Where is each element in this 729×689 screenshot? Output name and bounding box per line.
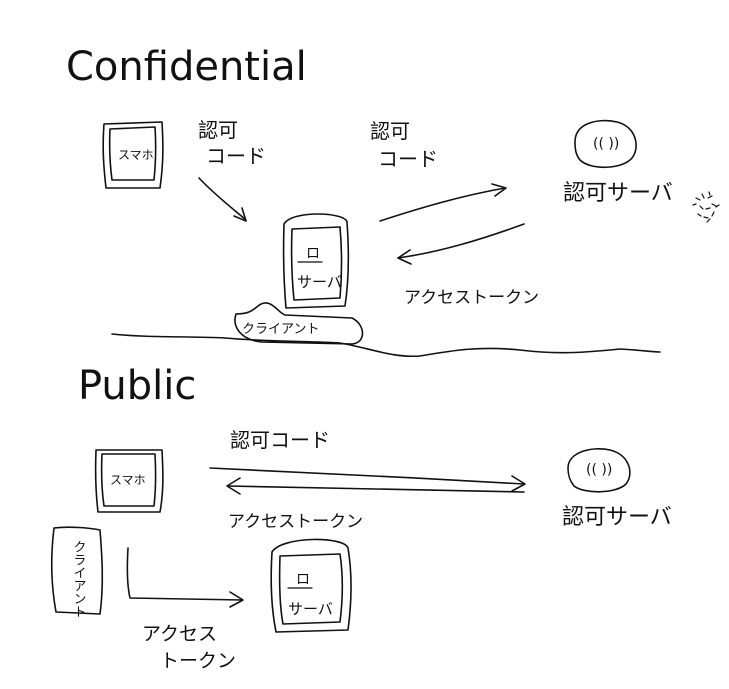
arrowhead-icon: [511, 475, 526, 492]
arrow-auth-to-phone: [227, 485, 525, 493]
public-auth-server-label: 認可サーバ: [562, 505, 672, 530]
confidential-auth-code-left-line1: 認可: [198, 118, 238, 142]
auth-server-face-icon: [574, 119, 637, 169]
public-app-server-icon-label: ロ: [296, 572, 310, 588]
arrow-auth-to-server: [397, 223, 525, 259]
confidential-auth-server: (( )) 認可サーバ: [563, 119, 720, 223]
confidential-auth-code-left-line2: コード: [206, 144, 266, 168]
arrowhead-icon: [226, 477, 241, 495]
confidential-app-server-icon-label: ロ: [306, 246, 320, 262]
arrowhead-icon: [229, 591, 244, 608]
public-client-box: クライアント: [51, 526, 104, 618]
public-app-server: ロ サーバ: [270, 538, 352, 633]
confidential-auth-code-right-line1: 認可: [370, 119, 410, 143]
confidential-section: Confidential スマホ 認可 コード 認可 コード アクセストークン …: [66, 44, 720, 345]
auth-server-face-icon: [567, 448, 631, 493]
public-heading: Public: [78, 363, 196, 409]
confidential-client-label: クライアント: [242, 322, 319, 337]
confidential-auth-code-right-line2: コード: [378, 147, 438, 171]
arrow-phone-to-server: [198, 177, 247, 221]
confidential-auth-server-label: 認可サーバ: [563, 181, 673, 206]
public-auth-code-label: 認可コード: [230, 428, 330, 452]
arrow-server-to-auth: [379, 187, 506, 222]
server-outer-icon: [270, 538, 352, 633]
confidential-heading: Confidential: [66, 44, 307, 90]
confidential-app-server: ロ サーバ: [282, 213, 350, 309]
public-client-label: クライアント: [71, 540, 86, 618]
phone-outer-icon: [102, 121, 164, 189]
public-auth-server: (( )) 認可サーバ: [562, 448, 672, 530]
confidential-auth-server-face: (( )): [593, 136, 619, 152]
phone-screen-icon: [108, 126, 157, 181]
server-inner-icon: [290, 226, 343, 301]
confidential-app-server-label: サーバ: [297, 273, 342, 291]
public-auth-server-face: (( )): [586, 462, 612, 478]
client-cloud-icon: [234, 302, 364, 345]
server-outer-icon: [282, 213, 350, 309]
phone-screen-icon: [100, 453, 157, 507]
public-phone: スマホ: [94, 449, 164, 513]
confidential-phone: スマホ: [102, 121, 164, 189]
arrow-phone-to-app-server: [126, 547, 243, 601]
server-inner-icon: [278, 553, 344, 625]
public-access-token-upper: アクセストークン: [228, 512, 363, 532]
arrowhead-icon: [491, 183, 507, 197]
client-box-icon: [51, 526, 104, 615]
arrow-phone-to-auth: [209, 467, 525, 485]
confidential-access-token-label: アクセストークン: [404, 288, 539, 308]
section-divider: [111, 333, 661, 358]
arrowhead-icon: [397, 249, 412, 265]
public-phone-label: スマホ: [110, 473, 146, 487]
phone-outer-icon: [94, 449, 164, 513]
public-section: Public スマホ クライアント 認可コード アクセストークン (( )) 認…: [51, 363, 672, 672]
public-app-server-label: サーバ: [288, 600, 333, 618]
public-access-token-lower-line2: トークン: [160, 650, 236, 672]
sparkle-icon: [692, 191, 720, 223]
confidential-phone-label: スマホ: [118, 148, 154, 162]
confidential-client-bubble: クライアント: [234, 302, 364, 345]
public-access-token-lower-line1: アクセス: [142, 623, 217, 645]
arrowhead-icon: [233, 207, 247, 222]
